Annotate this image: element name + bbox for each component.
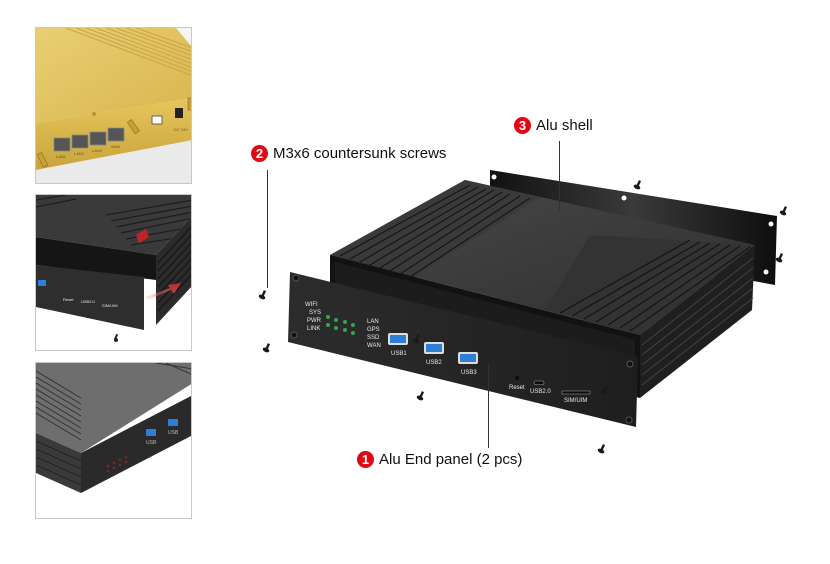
reset-button <box>515 376 519 380</box>
usbc-label: USB2.0 <box>530 389 551 395</box>
usb-port-3 <box>458 352 478 364</box>
screw-icon <box>633 180 642 190</box>
leader-line-shell <box>559 141 560 211</box>
power-label: DC 24V <box>174 127 188 132</box>
port-label: LAN2 <box>74 151 85 156</box>
heatsink-fins-right <box>559 239 751 332</box>
callout-number-badge: 2 <box>251 145 268 162</box>
callout-label: M3x6 countersunk screws <box>273 145 447 162</box>
sim-label: SIM/UIM <box>102 303 118 308</box>
led-label-wan: WAN <box>367 343 381 349</box>
sim-slot <box>561 390 591 395</box>
led-label-lan: LAN <box>367 319 379 325</box>
usb2-label: USB2 <box>426 360 442 366</box>
callout-screws: 2 M3x6 countersunk screws <box>251 145 446 162</box>
screws <box>258 180 788 454</box>
callout-number-badge: 3 <box>514 117 531 134</box>
led-label-pwr: PWR <box>307 318 322 324</box>
reset-label: Reset <box>63 297 74 302</box>
screw-icon <box>412 334 421 344</box>
port-label: WAN <box>111 144 120 149</box>
callout-number-badge: 1 <box>357 451 374 468</box>
callout-alu-shell: 3 Alu shell <box>514 117 593 134</box>
reset-label: Reset <box>509 385 525 391</box>
usb-port-2 <box>424 342 444 354</box>
status-leds <box>326 315 355 335</box>
assembled-enclosure-image: USB USB <box>36 363 191 518</box>
leader-line-end-panel <box>488 365 489 448</box>
screw-icon <box>597 444 606 454</box>
led-label-link: LINK <box>307 326 320 332</box>
screw-icon <box>779 206 788 216</box>
led-label-gps: GPS <box>367 327 380 333</box>
panel-insertion-image: Reset USB2.0 SIM/UIM <box>36 195 191 350</box>
screw-icon <box>775 253 784 263</box>
thumbnail-assembled-enclosure[interactable]: USB USB <box>35 362 192 519</box>
gold-enclosure-image: LAN1 LAN2 LAN3 WAN DC 24V <box>36 28 191 183</box>
usbc-port <box>533 380 545 385</box>
thumbnail-panel-insertion[interactable]: Reset USB2.0 SIM/UIM <box>35 194 192 351</box>
heatsink-fins-left <box>339 184 531 278</box>
callout-label: Alu End panel (2 pcs) <box>379 451 523 468</box>
led-label-wifi: WIFI <box>305 302 318 308</box>
usb-label: USB <box>168 430 179 436</box>
port-label: LAN1 <box>56 154 67 159</box>
thumbnail-gold-rear-panel[interactable]: LAN1 LAN2 LAN3 WAN DC 24V <box>35 27 192 184</box>
usb3-label: USB3 <box>461 370 477 376</box>
callout-end-panel: 1 Alu End panel (2 pcs) <box>357 451 522 468</box>
leader-line-screws <box>267 170 268 288</box>
screw-icon <box>258 290 267 300</box>
port-label: LAN3 <box>92 148 103 153</box>
usbc-label: USB2.0 <box>81 299 96 304</box>
usb-label: USB <box>146 440 157 446</box>
usb1-label: USB1 <box>391 351 407 357</box>
usb-port-1 <box>388 333 408 345</box>
screw-icon <box>262 343 271 353</box>
led-label-ssd: SSD <box>367 335 380 341</box>
led-label-sys: SYS <box>309 310 321 316</box>
sim-label: SIM/UIM <box>564 398 587 404</box>
screw-icon <box>600 385 609 395</box>
front-end-panel: WIFI SYS PWR LINK LAN GPS SSD WAN USB1 U… <box>288 272 638 427</box>
callout-label: Alu shell <box>536 117 593 134</box>
screw-icon <box>416 391 425 401</box>
